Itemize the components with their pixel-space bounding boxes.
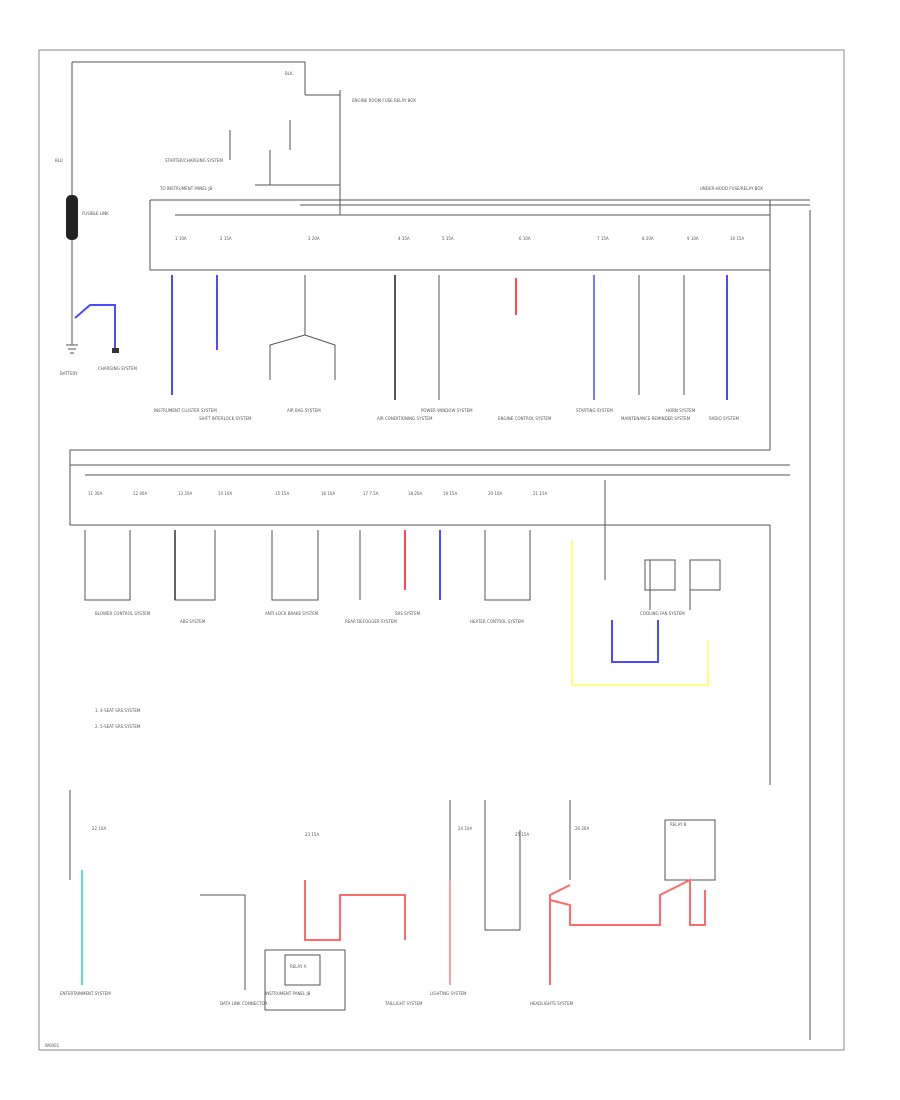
row2-fuse-label: 14 10A: [218, 491, 232, 496]
diagram-border: [38, 49, 845, 1051]
bottom-fuse-label: 22 10A: [92, 826, 106, 831]
row1-fuse-group: 1 10A 2 15A 3 20A 4 15A 5 15A 6 10A 7 15A 8 20A…: [175, 236, 744, 241]
row2-load-label: ABS SYSTEM: [180, 619, 206, 624]
row1-load-labels: INSTRUMENT CLUSTER SYSTEM SHIFT INTERLOCK…: [154, 408, 740, 421]
bottom-load-label: HEADLIGHTS SYSTEM: [530, 1001, 574, 1006]
row1-load-label: ENGINE CONTROL SYSTEM: [498, 416, 552, 421]
row2-load-label: BLOWER CONTROL SYSTEM: [95, 611, 151, 616]
row1-load-label: SHIFT INTERLOCK SYSTEM: [199, 416, 252, 421]
row1-load-label: RADIO SYSTEM: [709, 416, 740, 421]
note-1: 1. 4-SEAT SRS SYSTEM: [95, 708, 141, 713]
row1-fuse-label: 9 10A: [687, 236, 699, 241]
bottom-load-label: LIGHTING SYSTEM: [430, 991, 467, 996]
row2-fuse-label: 13 20A: [178, 491, 192, 496]
row1-load-label: AIR BAG SYSTEM: [287, 408, 321, 413]
row1-extra-wires: [269, 275, 685, 400]
row2-fuse-label: 15 15A: [275, 491, 289, 496]
label-charging: CHARGING SYSTEM: [98, 366, 137, 371]
bottom-label-group: ENTERTAINMENT SYSTEM DATA LINK CONNECTOR I…: [60, 822, 687, 1006]
row2-load-label: HEATER CONTROL SYSTEM: [470, 619, 524, 624]
row2-load-label: ANTI-LOCK BRAKE SYSTEM: [265, 611, 319, 616]
bottom-load-label: DATA LINK CONNECTOR: [220, 1001, 268, 1006]
bottom-fuse-label: 26 20A: [575, 826, 589, 831]
row2-load-label: COOLING FAN SYSTEM: [640, 611, 685, 616]
bottom-load-label: ENTERTAINMENT SYSTEM: [60, 991, 111, 996]
row2-wires: [84, 480, 721, 610]
top-section: [66, 61, 341, 354]
row1-fuse-label: 10 15A: [730, 236, 744, 241]
fuse-box-1: [69, 199, 810, 470]
row2-fuse-label: 11 30A: [88, 491, 102, 496]
row1-load-label: MAINTENANCE REMINDER SYSTEM: [621, 416, 691, 421]
label-battery: BATTERY: [60, 371, 78, 376]
row2-fuse-label: 20 10A: [488, 491, 502, 496]
row1-fuse-label: 5 15A: [442, 236, 454, 241]
row1-load-label: INSTRUMENT CLUSTER SYSTEM: [154, 408, 217, 413]
bottom-wire-red1: [304, 880, 406, 941]
row1-fuse-label: 7 15A: [597, 236, 609, 241]
row2-wire-blue2: [611, 620, 659, 663]
fusible-link-icon: [66, 195, 78, 240]
label-instrument-top: TO INSTRUMENT PANEL JB: [159, 186, 213, 191]
row2-fuse-label: 12 40A: [133, 491, 147, 496]
fuse-box-2: [69, 210, 811, 1040]
bottom-load-label: INSTRUMENT PANEL JB: [265, 991, 311, 996]
note-2: 2. 5-SEAT SRS SYSTEM: [95, 724, 141, 729]
row1-load-label: AIR CONDITIONING SYSTEM: [377, 416, 433, 421]
label-fusible: FUSIBLE LINK: [82, 211, 109, 216]
row1-load-label: STARTING SYSTEM: [576, 408, 613, 413]
bottom-load-label: TAILLIGHT SYSTEM: [384, 1001, 423, 1006]
label-starter: STARTER/CHARGING SYSTEM: [165, 158, 223, 163]
row1-fuse-label: 2 15A: [220, 236, 232, 241]
row1-fuse-label: 3 20A: [308, 236, 320, 241]
row2-load-label: REAR DEFOGGER SYSTEM: [345, 619, 397, 624]
label-fuse-top: BLK: [285, 71, 293, 76]
row1-load-label: HORN SYSTEM: [666, 408, 696, 413]
footer-id: W0001: [45, 1043, 60, 1048]
bottom-wire-red2: [549, 878, 706, 985]
row2-fuse-label: 21 15A: [533, 491, 547, 496]
label-underhood: UNDER-HOOD FUSE/RELAY BOX: [700, 186, 763, 191]
row2-wire-yellow: [571, 540, 709, 686]
bottom-fuse-label: 23 15A: [305, 832, 319, 837]
row2-fuse-group: 11 30A 12 40A 13 20A 14 10A 15 15A 16 10A 17 7…: [88, 491, 547, 496]
row1-load-label: POWER WINDOW SYSTEM: [421, 408, 473, 413]
row2-fuse-label: 17 7.5A: [363, 491, 379, 496]
row2-fuse-label: 19 15A: [443, 491, 457, 496]
row2-fuse-label: 18 20A: [408, 491, 422, 496]
battery-wire: [74, 304, 116, 348]
row2-load-labels: BLOWER CONTROL SYSTEM ABS SYSTEM ANTI-LOCK…: [95, 611, 685, 624]
bottom-section: [69, 790, 716, 1011]
bottom-fuse-label: 25 15A: [515, 832, 529, 837]
row1-fuse-label: 1 10A: [175, 236, 187, 241]
row2-fuse-label: 16 10A: [321, 491, 335, 496]
relay-label: RELAY A: [290, 964, 307, 969]
ground-terminal: [112, 348, 119, 353]
relay-label: RELAY B: [670, 822, 687, 827]
label-relay-box: ENGINE ROOM FUSE RELAY BOX: [352, 98, 416, 103]
label-wire-left: BLU: [55, 158, 63, 163]
row2-load-label: SRS SYSTEM: [395, 611, 421, 616]
row1-fuse-label: 4 15A: [398, 236, 410, 241]
row1-fuse-label: 8 20A: [642, 236, 654, 241]
row1-fuse-label: 6 10A: [519, 236, 531, 241]
bottom-fuse-label: 24 10A: [458, 826, 472, 831]
